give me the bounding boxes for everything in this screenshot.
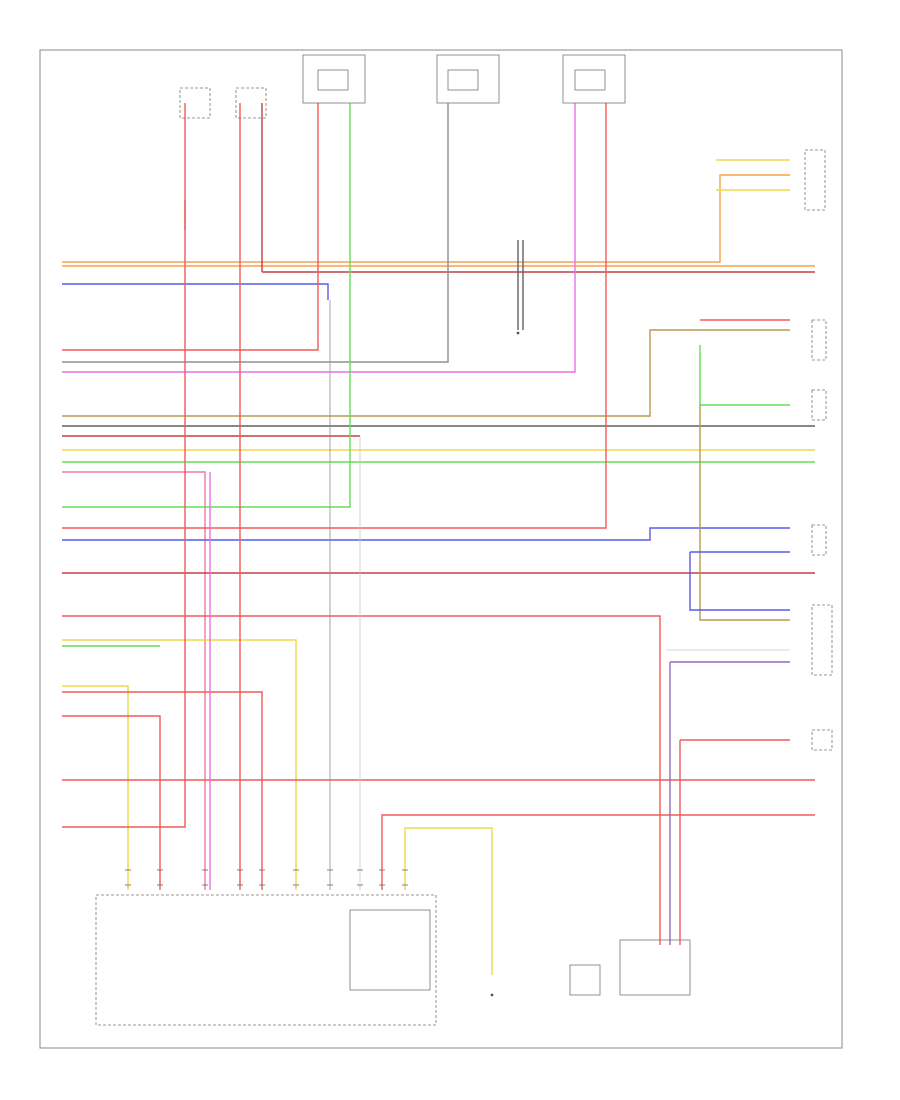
label-group [125, 331, 520, 997]
wire-blue-4 [689, 552, 790, 611]
speaker-element-0 [317, 69, 349, 91]
radio-unit-box [95, 894, 437, 1026]
wire-red-3 [62, 615, 661, 945]
left-door-speaker-box [179, 87, 211, 119]
wire-gray-1 [62, 103, 449, 363]
wire-yellow-2 [62, 639, 297, 890]
right-door-speaker-box [235, 87, 267, 119]
wire-group [62, 103, 815, 975]
wire-pink-1 [62, 471, 206, 890]
speaker-element-1 [447, 69, 479, 91]
radio-subunit-box [349, 909, 431, 991]
speaker-element-2 [574, 69, 606, 91]
left-front-tweeter-box [302, 54, 366, 104]
component-group [95, 54, 833, 1026]
wire-red-4 [62, 691, 263, 890]
ground-point-2 [516, 331, 520, 335]
transmission-unit-box [811, 729, 833, 751]
wire-red-1 [62, 103, 319, 351]
control-unit-2-box [811, 319, 827, 361]
wire-brown-1 [62, 329, 790, 417]
control-unit-4-box [811, 524, 827, 556]
ground-point-1 [490, 993, 494, 997]
wire-blue-2 [62, 527, 790, 541]
wire-yellow-4 [404, 827, 493, 975]
wire-red-7 [62, 200, 186, 828]
control-unit-5-box [811, 604, 833, 676]
control-unit-1-box [804, 149, 826, 211]
control-unit-3-box [811, 389, 827, 421]
wire-brown-2 [699, 405, 790, 621]
right-front-tweeter-box [436, 54, 500, 104]
wire-green-4 [699, 345, 790, 406]
wire-green-2 [62, 103, 351, 508]
wire-red-8 [381, 814, 815, 890]
wire-yellow-3 [62, 685, 129, 890]
wire-red-2 [62, 103, 607, 529]
wire-magenta-1 [62, 103, 576, 373]
rear-sensor-box [569, 964, 601, 996]
sensor-cluster-box [619, 939, 691, 996]
wire-red-5 [62, 715, 161, 890]
wire-blue-1 [62, 283, 329, 300]
wire-orange-1 [62, 174, 790, 263]
right-rear-speaker-box [562, 54, 626, 104]
diagram-frame [39, 49, 843, 1049]
